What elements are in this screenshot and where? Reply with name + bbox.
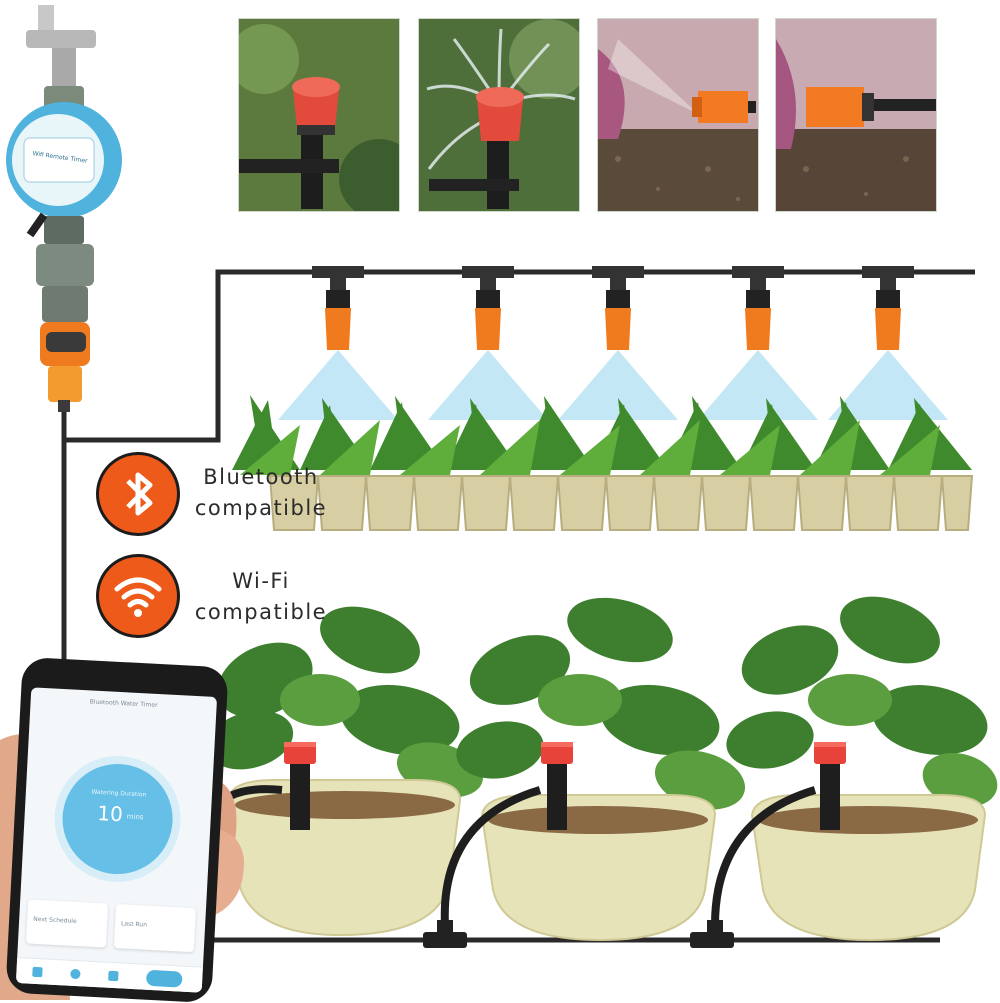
wifi-icon bbox=[114, 577, 162, 617]
phone-screen: Bluetooth Water Timer Watering Duration … bbox=[15, 687, 218, 993]
nav-play-button[interactable] bbox=[145, 969, 183, 988]
nav-schedule-icon[interactable] bbox=[70, 968, 81, 980]
mist-nozzles bbox=[312, 266, 914, 350]
bluetooth-icon bbox=[126, 472, 153, 516]
wifi-badge bbox=[96, 554, 180, 638]
tee-connectors bbox=[423, 920, 734, 948]
photo-orange-mist-nozzle bbox=[597, 18, 759, 212]
bluetooth-label-line1: Bluetooth bbox=[203, 465, 319, 489]
nav-device-icon[interactable] bbox=[108, 970, 119, 982]
wifi-label: Wi-Fi compatible bbox=[186, 566, 336, 628]
bottom-nav bbox=[15, 956, 203, 993]
bluetooth-label: Bluetooth compatible bbox=[186, 462, 336, 524]
dial-value: 10 bbox=[96, 800, 124, 827]
mist-sprays bbox=[278, 350, 948, 420]
nav-home-icon[interactable] bbox=[32, 966, 43, 978]
bluetooth-label-line2: compatible bbox=[194, 496, 328, 520]
potted-plants bbox=[206, 596, 998, 942]
schedule-card-left[interactable]: Next Schedule bbox=[25, 899, 109, 948]
grass-row bbox=[232, 395, 972, 475]
dial-caption: Watering Duration bbox=[91, 788, 147, 799]
wifi-label-line2: compatible bbox=[194, 600, 328, 624]
schedule-card-right[interactable]: Last Run bbox=[113, 904, 197, 953]
bluetooth-badge bbox=[96, 452, 180, 536]
planter-row bbox=[268, 475, 974, 531]
water-timer bbox=[6, 86, 122, 244]
photo-red-dripper-spraying bbox=[418, 18, 580, 212]
wifi-label-line1: Wi-Fi bbox=[232, 569, 290, 593]
photo-red-dripper-closed bbox=[238, 18, 400, 212]
schedule-card-left-label: Next Schedule bbox=[33, 915, 77, 926]
hose-connector bbox=[36, 244, 94, 412]
smartphone: Bluetooth Water Timer Watering Duration … bbox=[5, 656, 229, 1003]
app-title: Bluetooth Water Timer bbox=[89, 698, 158, 709]
watering-dial: Watering Duration 10 mins bbox=[59, 761, 176, 877]
plant-middle bbox=[456, 597, 746, 942]
dial-unit: mins bbox=[126, 812, 144, 822]
schedule-card-right-label: Last Run bbox=[120, 920, 148, 929]
drip-stakes bbox=[284, 742, 846, 830]
photo-orange-nozzle-closed bbox=[775, 18, 937, 212]
plant-left bbox=[206, 606, 484, 937]
faucet bbox=[26, 5, 96, 88]
plant-right bbox=[726, 596, 998, 942]
